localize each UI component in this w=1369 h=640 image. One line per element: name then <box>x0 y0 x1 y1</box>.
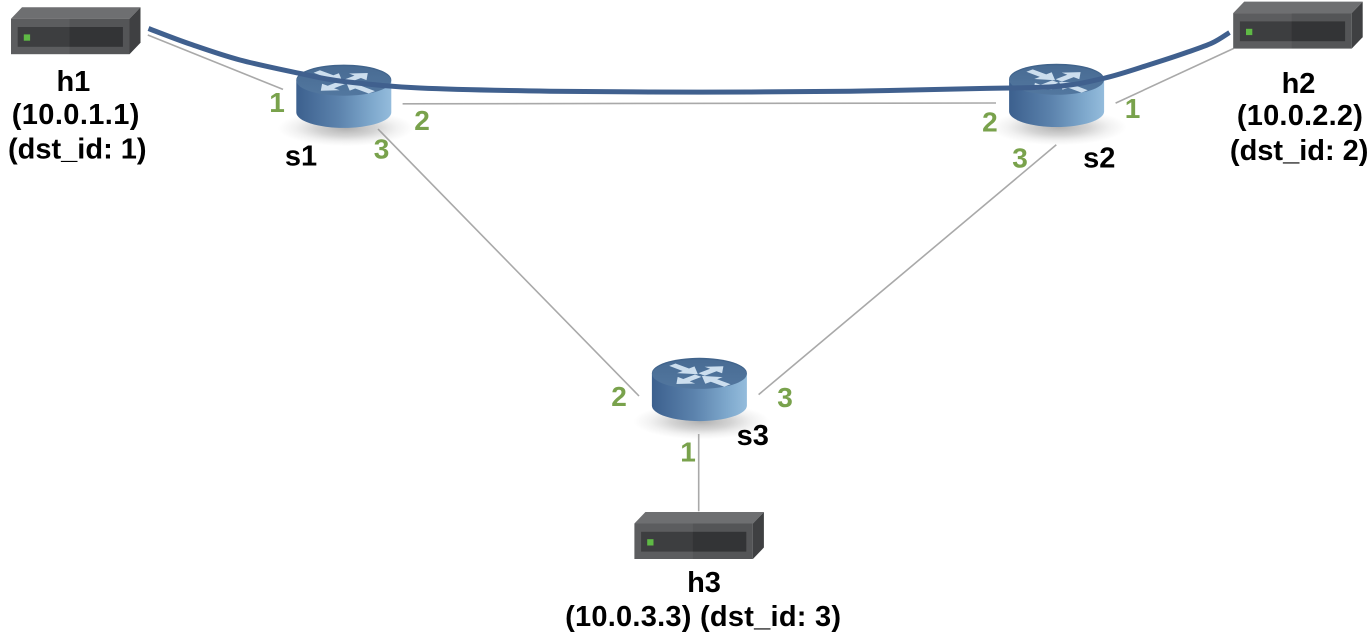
svg-text:2: 2 <box>982 107 998 138</box>
svg-text:h2: h2 <box>1282 68 1316 100</box>
svg-text:(10.0.3.3) (dst_id: 3): (10.0.3.3) (dst_id: 3) <box>565 601 841 633</box>
svg-text:s3: s3 <box>737 420 769 452</box>
svg-text:s1: s1 <box>285 141 317 173</box>
svg-text:1: 1 <box>1125 93 1141 124</box>
svg-text:1: 1 <box>680 437 696 468</box>
svg-text:2: 2 <box>414 105 430 136</box>
svg-text:(10.0.1.1): (10.0.1.1) <box>12 99 140 131</box>
svg-text:h1: h1 <box>56 66 90 98</box>
svg-text:h3: h3 <box>687 567 721 599</box>
svg-text:3: 3 <box>1012 143 1028 174</box>
svg-text:(dst_id: 2): (dst_id: 2) <box>1230 135 1369 167</box>
svg-text:(10.0.2.2): (10.0.2.2) <box>1237 100 1363 132</box>
svg-text:2: 2 <box>611 381 627 412</box>
svg-text:3: 3 <box>374 134 390 165</box>
svg-text:3: 3 <box>777 382 793 413</box>
svg-text:s2: s2 <box>1083 142 1115 174</box>
svg-text:1: 1 <box>269 87 285 118</box>
svg-text:(dst_id: 1): (dst_id: 1) <box>8 134 147 166</box>
